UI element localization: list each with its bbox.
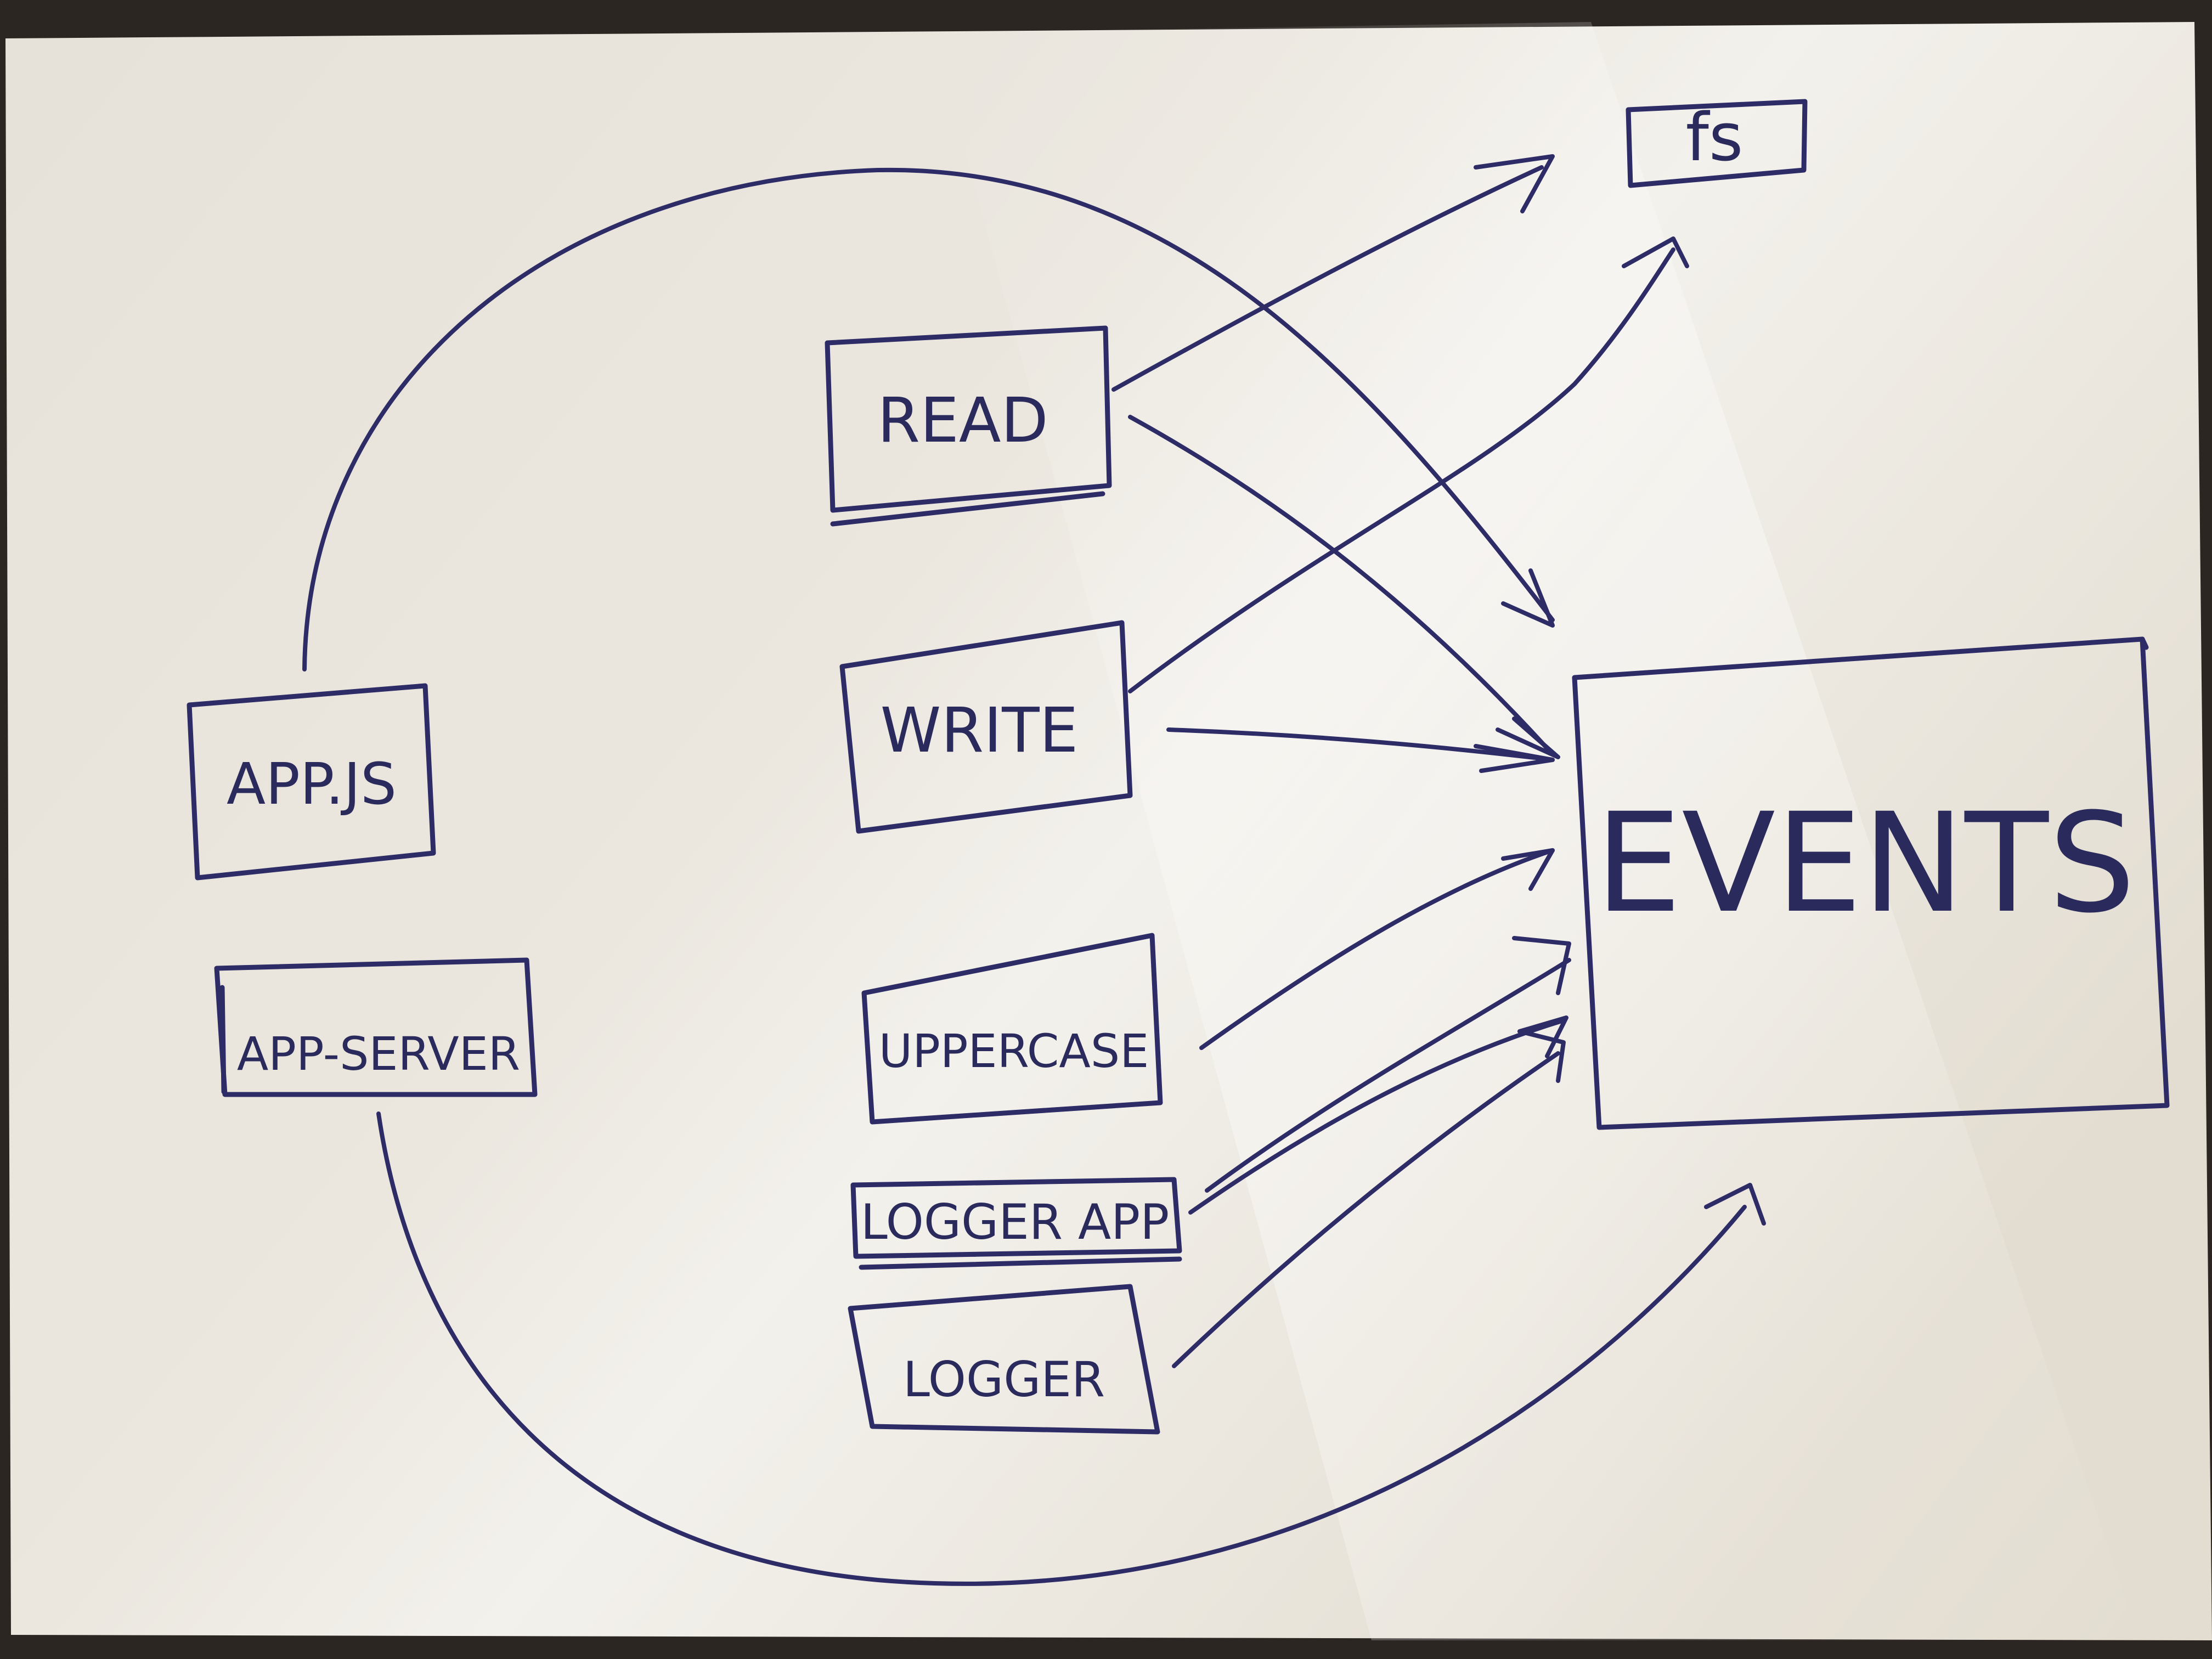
node-app-server: APP-SERVER (214, 957, 538, 1097)
node-events-label: EVENTS (1595, 783, 2135, 943)
node-read: READ (825, 325, 1112, 527)
edge-app-server-to-events (376, 1111, 1766, 1586)
node-uppercase-label: UPPERCASE (879, 1024, 1149, 1078)
node-fs: fs (1626, 99, 1808, 188)
node-app-server-label: APP-SERVER (237, 1027, 520, 1081)
edge-read-to-events (1128, 415, 1560, 759)
node-logger-app: LOGGER APP (850, 1177, 1182, 1270)
node-logger-app-label: LOGGER APP (861, 1194, 1170, 1250)
node-fs-label: fs (1686, 100, 1743, 176)
node-uppercase: UPPERCASE (861, 933, 1163, 1125)
edge-app-js-to-events (302, 167, 1555, 672)
edge-logger-app-to-events (1205, 936, 1571, 1193)
node-read-label: READ (877, 385, 1048, 456)
node-logger: LOGGER (848, 1284, 1160, 1435)
edge-logger-to-events (1172, 1029, 1566, 1368)
node-write-label: WRITE (881, 695, 1079, 766)
node-app-js-label: APP.JS (227, 751, 397, 817)
node-write: WRITE (839, 620, 1133, 834)
node-events: EVENTS (1572, 636, 2170, 1130)
edge-write-to-events (1166, 727, 1555, 773)
edge-uppercase-to-events (1199, 848, 1555, 1050)
node-app-js: APP.JS (187, 683, 436, 881)
paper-glare (933, 22, 2140, 1640)
edge-write-to-fs (1128, 236, 1689, 693)
edge-extra-to-events (1188, 1015, 1568, 1215)
edge-read-to-fs (1111, 154, 1555, 392)
node-logger-label: LOGGER (903, 1351, 1105, 1408)
